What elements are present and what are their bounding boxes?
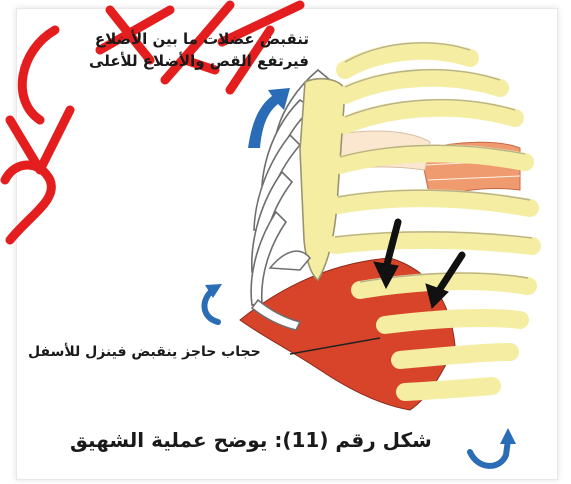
ribs-label: تنقبض عضلات ما بين الأضلاع فيرتفع القص و…: [89, 28, 309, 72]
diaphragm-label: حجاب حاجز ينقبض فينزل للأسفل: [28, 344, 261, 360]
arrow-curve-icon: [470, 428, 516, 466]
ribs-label-line2: فيرتفع القص والأضلاع للأعلى: [89, 50, 309, 72]
figure-caption: شكل رقم (11): يوضح عملية الشهيق: [70, 428, 432, 452]
ribs-label-line1: تنقبض عضلات ما بين الأضلاع: [89, 28, 309, 50]
